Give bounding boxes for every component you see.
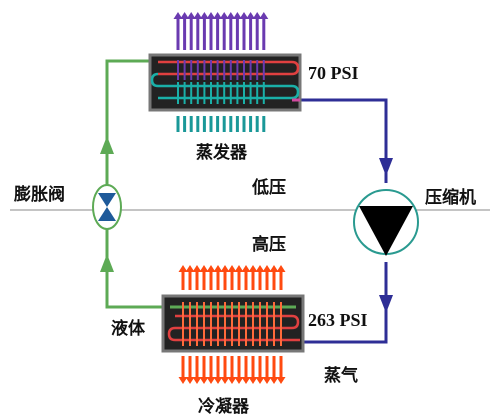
- suction-flow-arrow: [379, 158, 393, 176]
- evaporator-out-arrow: [226, 12, 236, 50]
- evaporator-coil-run: [158, 60, 300, 76]
- evaporator-coil-run: [150, 72, 300, 100]
- condenser-in-arrow: [262, 265, 272, 290]
- vapor-line-suction: [300, 98, 388, 183]
- discharge-flow-arrow: [379, 295, 393, 313]
- condenser-in-arrow: [192, 265, 202, 290]
- condenser-in-arrow: [185, 265, 195, 290]
- evaporator-out-arrow: [232, 12, 242, 50]
- evaporator-unit: [148, 12, 302, 132]
- condenser-out-arrow: [241, 356, 251, 384]
- evaporator-pressure-label: 70 PSI: [308, 63, 359, 83]
- evaporator-out-arrow: [206, 12, 216, 50]
- evaporator-out-arrow: [239, 12, 249, 50]
- evaporator-out-arrow: [193, 12, 203, 50]
- condenser-in-arrow: [227, 265, 237, 290]
- condenser-out-arrow: [227, 356, 237, 384]
- evaporator-out-arrow: [173, 12, 183, 50]
- evaporator-coil: [150, 60, 300, 104]
- condenser-out-arrow: [192, 356, 202, 384]
- condenser-out-arrow: [213, 356, 223, 384]
- condenser-in-arrow: [241, 265, 251, 290]
- condenser-unit: [161, 265, 305, 384]
- expansion-valve-label: 膨胀阀: [14, 184, 65, 205]
- condenser-in-arrow: [269, 265, 279, 290]
- evaporator-out-arrow: [213, 12, 223, 50]
- evaporator-label: 蒸发器: [196, 142, 248, 163]
- condenser-out-arrow: [255, 356, 265, 384]
- condenser-in-arrow: [206, 265, 216, 290]
- liquid-label: 液体: [111, 318, 146, 339]
- condenser-heat-in-arrows: [178, 265, 286, 290]
- condenser-out-arrow: [276, 356, 286, 384]
- evaporator-out-arrow: [186, 12, 196, 50]
- condenser-out-arrow: [185, 356, 195, 384]
- condenser-out-arrow: [248, 356, 258, 384]
- condenser-in-arrow: [248, 265, 258, 290]
- condenser-out-arrow: [220, 356, 230, 384]
- condenser-in-arrow: [220, 265, 230, 290]
- condenser-out-arrow: [262, 356, 272, 384]
- condenser-in-arrow: [255, 265, 265, 290]
- low-pressure-label: 低压: [251, 177, 286, 198]
- evaporator-out-arrow: [180, 12, 190, 50]
- condenser-out-arrow: [178, 356, 188, 384]
- evaporator-heat-out-arrows: [173, 12, 269, 50]
- compressor: [353, 189, 419, 256]
- condenser-coil: [167, 302, 300, 346]
- condenser-in-arrow: [178, 265, 188, 290]
- evaporator-out-arrow: [246, 12, 256, 50]
- evaporator-heat-in-bars: [176, 116, 266, 132]
- expansion-valve: [92, 184, 122, 230]
- high-pressure-label: 高压: [252, 234, 286, 255]
- liquid-flow-arrow-lower: [100, 254, 114, 272]
- evaporator-out-arrow: [252, 12, 262, 50]
- condenser-in-arrow: [213, 265, 223, 290]
- evaporator-out-arrow: [199, 12, 209, 50]
- condenser-in-arrow: [276, 265, 286, 290]
- condenser-heat-out-arrows: [178, 356, 286, 384]
- condenser-out-arrow: [234, 356, 244, 384]
- condenser-label: 冷凝器: [198, 396, 250, 417]
- evaporator-fins: [177, 60, 265, 104]
- evaporator-out-arrow: [219, 12, 229, 50]
- condenser-out-arrow: [269, 356, 279, 384]
- condenser-pressure-label: 263 PSI: [308, 310, 368, 330]
- evaporator-out-arrow: [259, 12, 269, 50]
- condenser-coil-run: [167, 314, 300, 342]
- liquid-flow-arrow-upper: [100, 136, 114, 154]
- condenser-in-arrow: [199, 265, 209, 290]
- vapor-line-discharge: [303, 262, 388, 344]
- condenser-in-arrow: [234, 265, 244, 290]
- condenser-out-arrow: [206, 356, 216, 384]
- compressor-label: 压缩机: [425, 187, 476, 208]
- condenser-out-arrow: [199, 356, 209, 384]
- condenser-fins: [182, 302, 282, 346]
- vapor-label: 蒸气: [324, 365, 358, 386]
